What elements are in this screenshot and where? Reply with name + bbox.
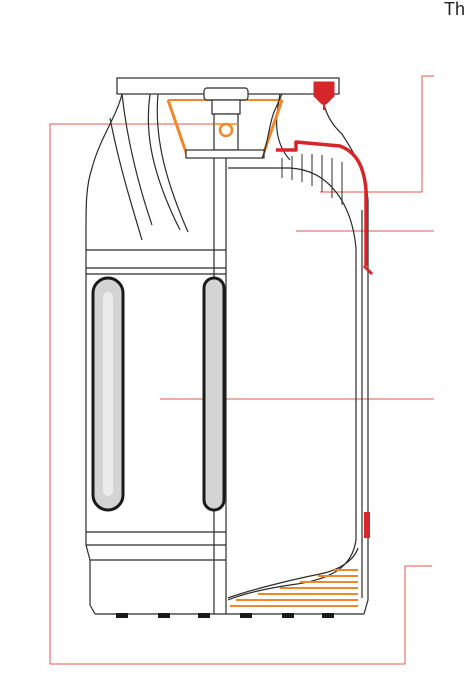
base-hatching: [230, 569, 358, 607]
dome-contour-2: [109, 117, 143, 241]
cutaway-neck: [261, 93, 283, 159]
handle-left: [147, 93, 181, 231]
leader-collar: [320, 75, 434, 193]
handle-left-inner: [156, 93, 189, 233]
top-hatching: [281, 154, 343, 205]
valve-guard-left: [166, 99, 190, 159]
red-foot-seal: [364, 512, 370, 538]
foot: [158, 613, 170, 618]
valve-stem: [211, 99, 241, 115]
foot: [116, 613, 128, 618]
valve-base-plate: [185, 149, 265, 159]
inner-vessel: [227, 167, 357, 601]
translucent-windows: [91, 276, 226, 512]
window-right: [202, 276, 226, 512]
outer-casing-left: [85, 93, 227, 615]
dome-contour: [121, 93, 153, 226]
foot: [322, 613, 334, 618]
base-feet: [116, 613, 334, 618]
outer-left-edge: [85, 93, 123, 615]
red-guard-rail: [276, 140, 368, 266]
foot: [282, 613, 294, 618]
window-left-highlight: [103, 292, 113, 496]
valve-cap: [203, 87, 249, 101]
foot: [240, 613, 252, 618]
inner-vessel-bottom-curve: [227, 547, 359, 599]
pressure-relief-icon: [276, 81, 374, 538]
red-guard-tip: [362, 264, 374, 276]
cutaway-section: [226, 93, 369, 615]
cropped-title-text: Th: [444, 0, 466, 19]
foot: [198, 613, 210, 618]
valve-port: [218, 122, 234, 138]
red-relief-valve: [313, 81, 335, 105]
